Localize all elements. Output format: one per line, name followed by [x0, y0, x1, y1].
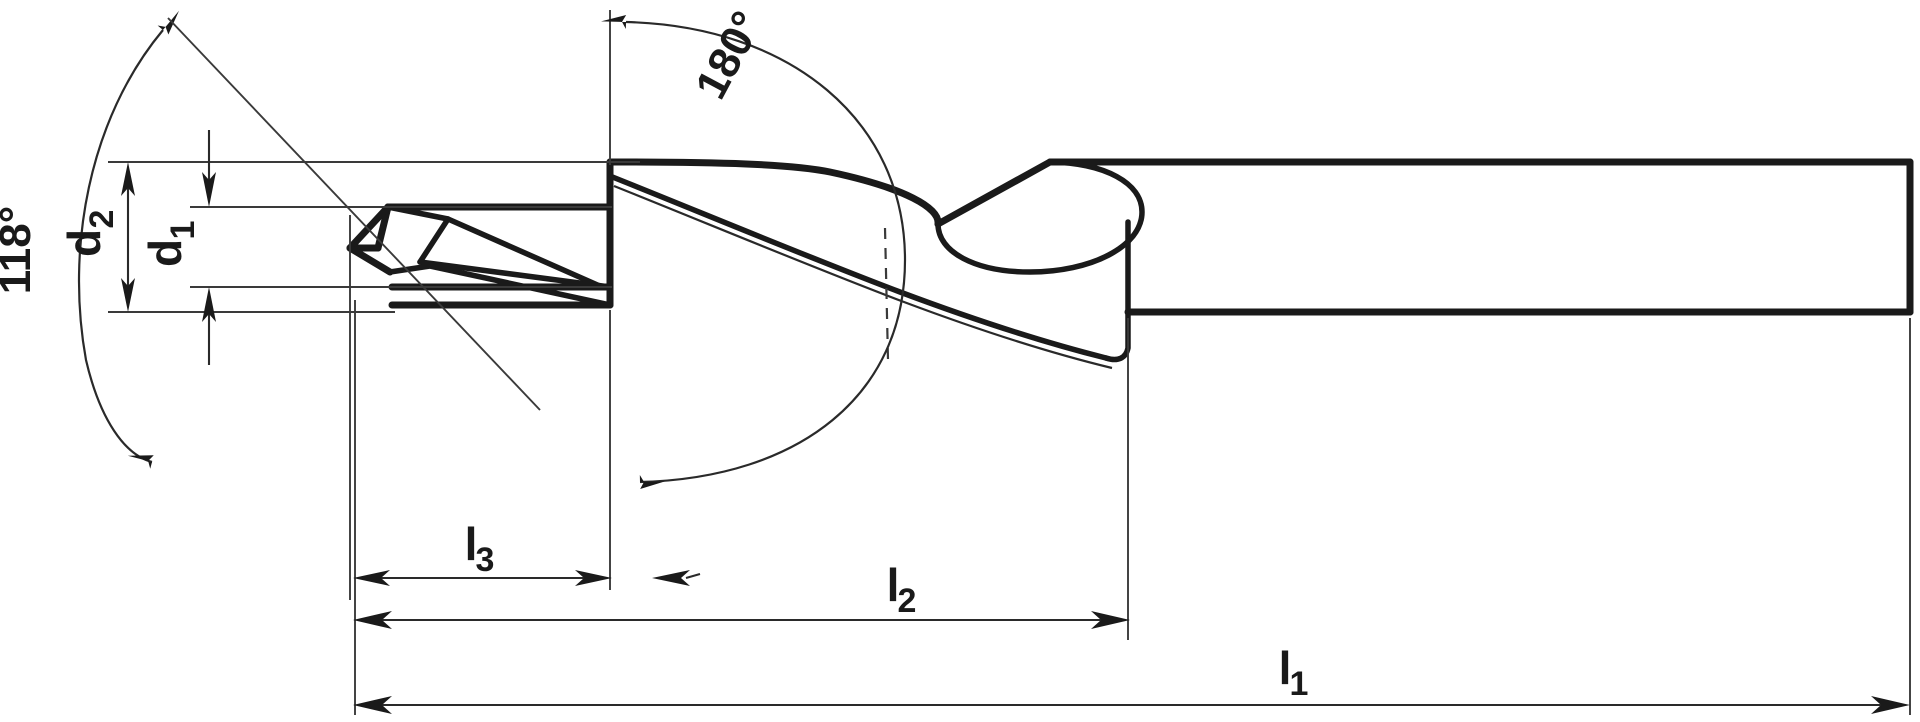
d1-subscript: 1 [164, 221, 202, 240]
projection-lines [108, 10, 1911, 715]
l2-text: l [887, 559, 900, 611]
dimension-l2 [353, 611, 1130, 629]
label-l3: l 3 [465, 518, 495, 579]
dimension-d2 [121, 162, 135, 312]
l3-subscript: 3 [476, 541, 495, 579]
flute-runout-ellipse [935, 159, 1145, 275]
d1-text: d [139, 239, 191, 267]
shank-outline [1046, 158, 1914, 316]
l1-text: l [1279, 642, 1292, 694]
label-helix-angle: 180° [686, 4, 772, 107]
label-d1: d 1 [139, 221, 202, 268]
d2-subscript: 2 [83, 210, 121, 229]
d2-text: d [58, 229, 110, 257]
helix-angle-arc [601, 15, 907, 489]
dimension-l3 [353, 570, 701, 586]
point-angle-leg [167, 17, 541, 411]
drill-point-upper [346, 203, 392, 252]
label-point-angle: 118° [0, 206, 40, 295]
label-d2: d 2 [58, 210, 121, 258]
l2-subscript: 2 [898, 582, 917, 620]
pilot-flute-line [445, 216, 605, 290]
dimension-l1 [353, 696, 1910, 714]
point-angle-arc [77, 10, 179, 469]
l3-text: l [465, 518, 478, 570]
upper-land-edge [606, 158, 1054, 228]
label-l1: l 1 [1279, 642, 1309, 703]
label-l2: l 2 [887, 559, 917, 620]
flute-tail [1103, 309, 1131, 363]
l1-subscript: 1 [1290, 665, 1309, 703]
dimension-d1 [202, 130, 216, 365]
drill-point-web [346, 204, 613, 308]
helical-flute-groove [607, 173, 1113, 370]
hidden-flute-line [883, 227, 890, 361]
helix-angle-text: 180° [686, 4, 772, 107]
point-angle-text: 118° [0, 206, 40, 295]
